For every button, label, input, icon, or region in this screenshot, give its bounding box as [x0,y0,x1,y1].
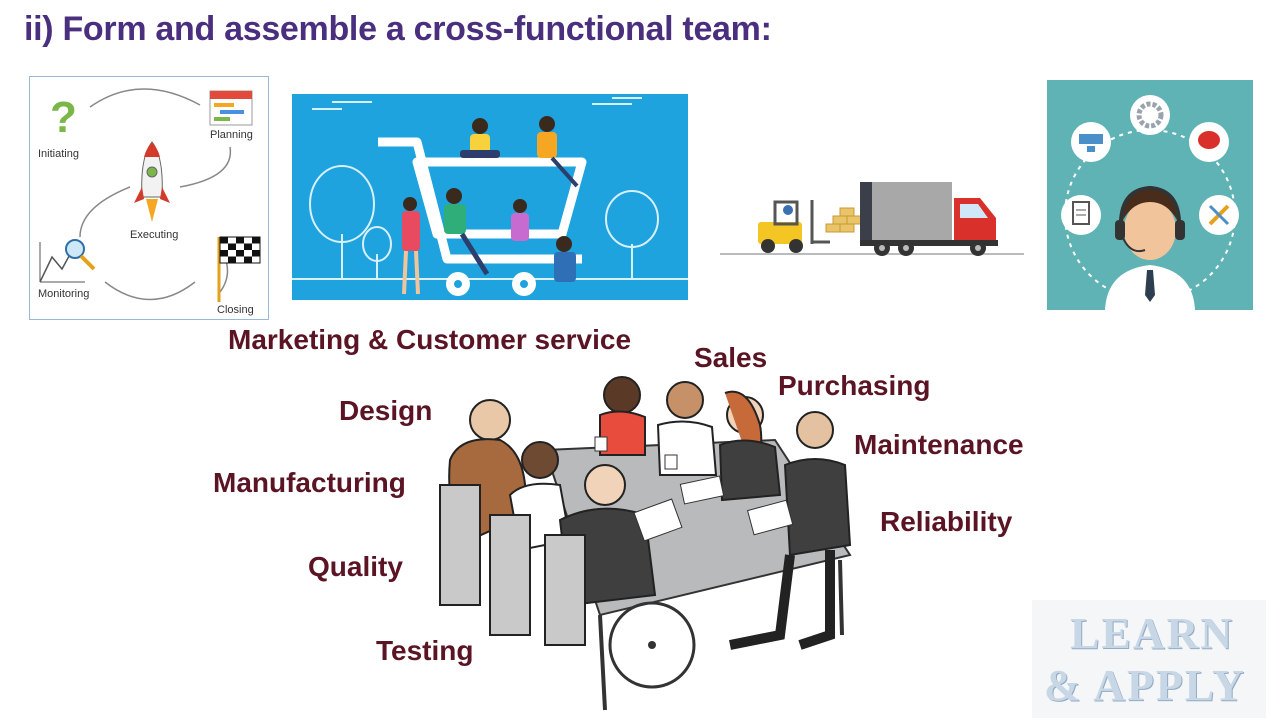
calendar-icon [209,90,253,126]
forklift-icon [758,200,830,253]
department-design: Design [339,395,433,426]
person-figure [402,197,420,295]
cargo-icon [825,207,862,233]
person-figure [511,199,529,241]
person-figure [729,411,852,650]
person-figure [489,441,572,636]
truck-icon [720,182,1024,256]
team-meeting-icon [439,376,852,711]
support-agent-icon [1061,95,1239,310]
network-icon [1071,122,1111,162]
tools-icon [1199,195,1239,235]
department-marketing: Marketing & Customer service [228,324,632,355]
shopping-cart-illustration [292,94,688,300]
logistics-truck-image [720,170,1024,260]
chat-bubble-icon [1189,122,1229,162]
logo-line-2: & APPLY [1044,661,1246,710]
cycle-label-planning: Planning [210,129,253,141]
department-maintenance: Maintenance [854,429,1024,460]
person-figure [460,118,500,158]
team-meeting-illustration [430,365,870,720]
monitoring-chart-icon [39,239,96,283]
shopping-cart-icon [292,97,688,296]
department-purchasing: Purchasing [778,370,931,401]
customer-support-image [1047,80,1253,310]
svg-text:?: ? [50,93,77,142]
checkered-flag-icon [217,236,261,302]
person-figure [537,116,579,188]
cycle-label-executing: Executing [130,229,179,241]
cycle-label-monitoring: Monitoring [38,288,90,300]
clipboard-icon [1061,195,1101,235]
question-mark-icon: ? [50,93,77,142]
logo-line-1: LEARN [1070,609,1235,658]
person-figure [444,188,490,276]
gear-icon [1130,95,1170,135]
rocket-icon [134,141,170,222]
cycle-label-initiating: Initiating [38,148,79,160]
department-quality: Quality [308,551,403,582]
page-title: ii) Form and assemble a cross-functional… [24,10,772,48]
cycle-label-closing: Closing [217,304,254,316]
department-testing: Testing [376,635,474,666]
department-sales: Sales [694,342,768,373]
project-cycle-arrows: ? [39,88,261,302]
department-reliability: Reliability [880,506,1013,537]
person-figure [599,376,646,456]
person-figure [554,236,576,282]
person-figure [544,464,657,646]
learn-and-apply-logo: LEARN & APPLY [1032,600,1266,718]
project-cycle-image: ? [29,76,269,320]
person-figure [718,390,782,502]
department-manufacturing: Manufacturing [213,467,406,498]
